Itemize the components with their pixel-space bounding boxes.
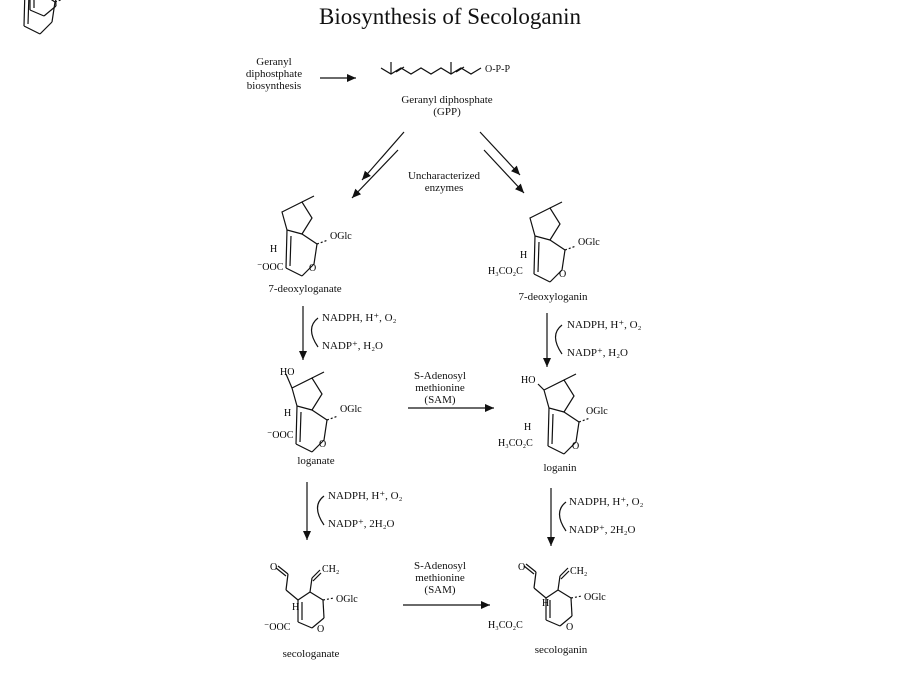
- ring-oxygen: O: [566, 622, 573, 633]
- h-atom: H: [270, 244, 277, 255]
- secologanin-label: secologanin: [534, 644, 588, 656]
- sam-line-3: (SAM): [424, 584, 456, 596]
- loganin-structure: HO H O OGlc H₃CO₂C: [498, 373, 608, 455]
- enzymes-line-1: Uncharacterized: [407, 170, 481, 182]
- hydroxyl-group: HO: [521, 375, 535, 386]
- ring-oxygen: O: [309, 263, 316, 274]
- aldehyde-oxygen: O: [518, 562, 525, 573]
- h-atom: H: [284, 408, 291, 419]
- left-step2-cofactors-out: NADP⁺, 2H₂O: [328, 518, 395, 530]
- ring-oxygen: O: [572, 441, 579, 452]
- sam-line-2: methionine: [415, 382, 465, 394]
- secologanin-structure: O CH₂ H O OGlc H₃CO₂C: [488, 562, 606, 633]
- right-step2-cofactors-in: NADPH, H⁺, O₂: [569, 496, 644, 508]
- secologanate-label: secologanate: [282, 648, 340, 660]
- left-step1-cofactors-out: NADP⁺, H₂O: [322, 340, 383, 352]
- left-step1-cofactors-in: NADPH, H⁺, O₂: [322, 312, 397, 324]
- deoxyloganin-structure: H O OGlc H₃CO₂C: [488, 201, 600, 283]
- branch-arrows: [351, 131, 525, 199]
- right-step2-curve: [558, 501, 567, 532]
- source-line-1: Geranyl: [256, 56, 292, 68]
- deoxyloganate-structure: H O OGlc ⁻OOC: [257, 195, 352, 277]
- left-step2-curve: [316, 495, 325, 526]
- sam-line-1: S-Adenosyl: [414, 370, 466, 382]
- vinyl-group: CH₂: [322, 564, 339, 575]
- right-step1-cofactors-out: NADP⁺, H₂O: [567, 347, 628, 359]
- gpp-abbr: (GPP): [433, 106, 461, 118]
- right-step1-curve: [554, 324, 563, 355]
- deoxyloganin-label: 7-deoxyloganin: [518, 291, 588, 303]
- loganate-structure: HO H O OGlc ⁻OOC: [267, 367, 362, 453]
- oglc-group: OGlc: [336, 594, 358, 605]
- sam-line-1: S-Adenosyl: [414, 560, 466, 572]
- ring-oxygen: O: [317, 624, 324, 635]
- ring-oxygen: O: [559, 269, 566, 280]
- left-step2-cofactors-in: NADPH, H⁺, O₂: [328, 490, 403, 502]
- carboxylate-group: ⁻OOC: [264, 622, 291, 633]
- source-line-3: biosynthesis: [246, 80, 302, 92]
- oglc-group: OGlc: [330, 231, 352, 242]
- oglc-group: OGlc: [586, 406, 608, 417]
- loganin-label: loganin: [543, 462, 577, 474]
- hydroxyl-group: HO: [280, 367, 294, 378]
- branch-arrow-right-1: [479, 131, 521, 176]
- ring-oxygen: O: [319, 439, 326, 450]
- gpp-source-label: Geranyl diphostphate biosynthesis: [236, 56, 312, 92]
- methyl-ester-group: H₃CO₂C: [488, 620, 523, 631]
- sam-line-2: methionine: [415, 572, 465, 584]
- methyl-ester-group: H₃CO₂C: [488, 266, 523, 277]
- h-atom: H: [542, 598, 549, 609]
- secologanate-structure: O CH₂ H O OGlc ⁻OOC: [264, 562, 358, 635]
- enzymes-line-2: enzymes: [424, 182, 464, 194]
- left-step1-curve: [310, 317, 319, 348]
- right-step1-cofactors-in: NADPH, H⁺, O₂: [567, 319, 642, 331]
- oglc-group: OGlc: [340, 404, 362, 415]
- gpp-label: Geranyl diphosphate (GPP): [392, 94, 502, 118]
- loganate-label: loganate: [297, 455, 335, 467]
- aldehyde-oxygen: O: [270, 562, 277, 573]
- vertical-arrows: [299, 306, 567, 546]
- right-step2-cofactors-out: NADP⁺, 2H₂O: [569, 524, 636, 536]
- deoxyloganate-label: 7-deoxyloganate: [268, 283, 342, 295]
- vinyl-group: CH₂: [570, 566, 587, 577]
- sam-label-lower: S-Adenosyl methionine (SAM): [395, 560, 485, 596]
- diagram-title: Biosynthesis of Secologanin: [319, 4, 581, 29]
- h-atom: H: [292, 602, 299, 613]
- gpp-name: Geranyl diphosphate: [401, 94, 493, 106]
- methyl-ester-group: H₃CO₂C: [498, 438, 533, 449]
- sam-label-upper: S-Adenosyl methionine (SAM): [395, 370, 485, 406]
- carboxylate-group: ⁻OOC: [257, 262, 284, 273]
- sam-line-3: (SAM): [424, 394, 456, 406]
- source-line-2: diphostphate: [245, 68, 303, 80]
- oglc-group: OGlc: [578, 237, 600, 248]
- gpp-group: O-P-P: [485, 64, 510, 75]
- carboxylate-group: ⁻OOC: [267, 430, 294, 441]
- enzymes-label: Uncharacterized enzymes: [398, 170, 490, 194]
- oglc-group: OGlc: [584, 592, 606, 603]
- gpp-structure: O-P-P: [380, 62, 510, 75]
- h-atom: H: [524, 422, 531, 433]
- branch-arrow-left-1: [361, 131, 405, 181]
- branch-arrow-right-2: [483, 149, 525, 194]
- branch-arrow-left-2: [351, 149, 399, 199]
- h-atom: H: [520, 250, 527, 261]
